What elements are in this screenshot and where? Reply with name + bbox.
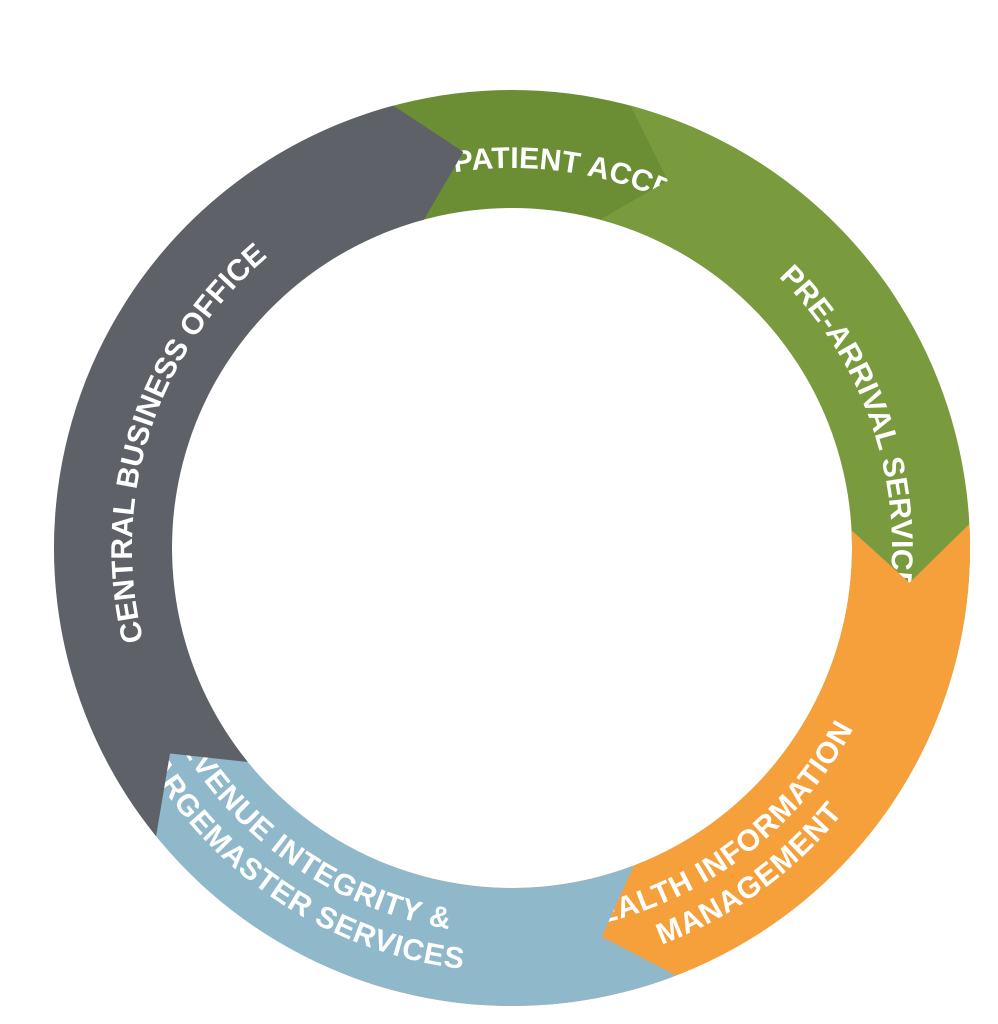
segment-health-information-management	[318, 524, 970, 1006]
segment-central-business-office	[54, 105, 464, 837]
segment-revenue-integrity-chargemaster-services	[54, 471, 677, 1006]
